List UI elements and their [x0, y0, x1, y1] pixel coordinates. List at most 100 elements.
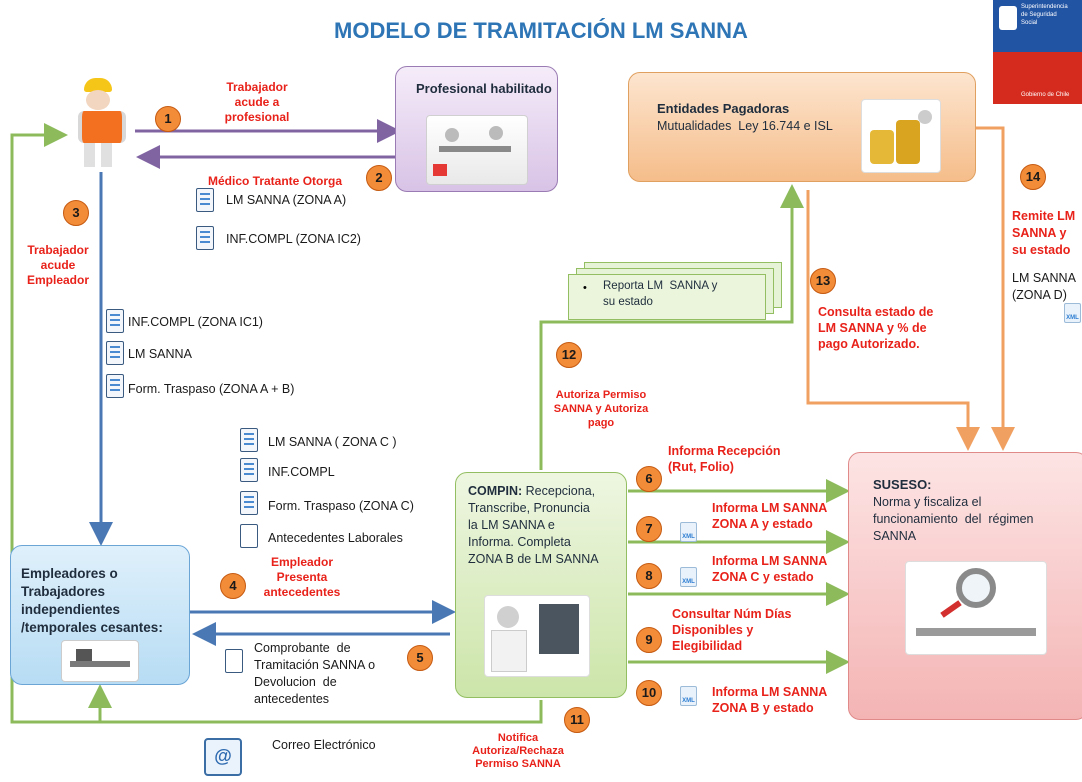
- doc-form-traspaso-c: Form. Traspaso (ZONA C): [268, 499, 414, 513]
- label-step-11: Notifica Autoriza/Rechaza Permiso SANNA: [460, 732, 576, 771]
- label-step-3-l3: Empleador: [26, 273, 89, 287]
- label-step-13: Consulta estado de LM SANNA y % de pago …: [818, 304, 933, 352]
- label-step-12-l1: Autoriza Permiso: [555, 389, 647, 401]
- document-icon: [106, 309, 124, 333]
- xml-file-icon: XML: [680, 686, 697, 706]
- logo-line-1: Superintendencia: [1021, 4, 1068, 10]
- entidades-subtitle: Mutualidades Ley 16.744 e ISL: [657, 119, 833, 133]
- profesional-title: Profesional habilitado: [416, 81, 552, 96]
- label-step-14-l1: Remite LM: [1012, 209, 1076, 223]
- label-step-1-l3: profesional: [224, 110, 290, 124]
- suseso-box: SUSESO: Norma y fiscaliza el funcionamie…: [848, 452, 1082, 720]
- worker-figure-icon: [68, 78, 130, 170]
- label-step-3: Trabajador acude Empleador: [18, 243, 98, 288]
- reporta-bullet-icon: •: [583, 282, 587, 294]
- suseso-title: SUSESO:: [873, 477, 932, 492]
- document-icon: [106, 341, 124, 365]
- label-step-12: Autoriza Permiso SANNA y Autoriza pago: [543, 388, 659, 430]
- compin-box: COMPIN: Recepciona, Transcribe, Pronunci…: [455, 472, 627, 698]
- label-step-10: Informa LM SANNA ZONA B y estado: [712, 684, 827, 716]
- label-step-4: Empleador Presenta antecedentes: [250, 555, 354, 600]
- blank-document-icon: [225, 649, 243, 673]
- document-icon: [196, 188, 214, 212]
- lm-zona-d: LM SANNA (ZONA D): [1012, 270, 1076, 304]
- email-icon: @: [204, 738, 242, 776]
- doc-lm-sanna: LM SANNA: [128, 347, 192, 361]
- doc-lm-sanna-zona-a: LM SANNA (ZONA A): [226, 193, 347, 207]
- reporta-note: • Reporta LM SANNA y su estado: [568, 274, 766, 320]
- compin-line-1: COMPIN: Recepciona,: [468, 483, 595, 500]
- label-step-2: Médico Tratante Otorga: [208, 174, 343, 188]
- compin-line-1-rest: Recepciona,: [522, 484, 596, 498]
- step-4: 4: [220, 573, 246, 599]
- document-icon: [196, 226, 214, 250]
- label-step-3-l2: acude: [40, 258, 76, 272]
- step-13: 13: [810, 268, 836, 294]
- label-step-11-l3: Permiso SANNA: [475, 758, 561, 770]
- document-icon: [106, 374, 124, 398]
- reporta-stack: • Reporta LM SANNA y su estado: [568, 262, 782, 322]
- label-step-6-l1: Informa Recepción: [668, 444, 781, 458]
- doc-inf-compl: INF.COMPL: [268, 465, 335, 479]
- step-7: 7: [636, 516, 662, 542]
- office-desk-icon: [61, 640, 139, 682]
- step-6: 6: [636, 466, 662, 492]
- label-step-7-l1: Informa LM SANNA: [712, 501, 828, 515]
- label-step-8-l1: Informa LM SANNA: [712, 554, 828, 568]
- logo-line-3: Social: [1021, 20, 1038, 26]
- label-step-14-l3: su estado: [1012, 243, 1071, 257]
- label-step-4-l1: Empleador: [270, 555, 333, 569]
- arrow-entidades-to-suseso: [975, 126, 1015, 451]
- reporta-line-2: su estado: [603, 296, 653, 308]
- step-12: 12: [556, 342, 582, 368]
- lm-zona-d-l2: (ZONA D): [1012, 288, 1067, 302]
- label-step-7-l2: ZONA A y estado: [712, 517, 813, 531]
- empleadores-box: Empleadores o Trabajadores independiente…: [10, 545, 190, 685]
- document-icon: [240, 428, 258, 452]
- suseso-line-2: funcionamiento del régimen: [873, 512, 1034, 526]
- label-step-9-l2: Disponibles y: [672, 623, 754, 637]
- step-8: 8: [636, 563, 662, 589]
- label-step-1-l1: Trabajador: [226, 80, 288, 94]
- magnifier-inspector-icon: [905, 561, 1047, 655]
- doctor-desk-icon: [426, 115, 528, 185]
- comprobante-l1: Comprobante de: [254, 641, 351, 655]
- doc-antecedentes-laborales: Antecedentes Laborales: [268, 531, 403, 545]
- entidades-title: Entidades Pagadoras: [657, 101, 790, 116]
- step-11: 11: [564, 707, 590, 733]
- coins-icon: [861, 99, 941, 173]
- empleadores-line-4: /temporales cesantes:: [21, 620, 163, 635]
- profesional-box: Profesional habilitado: [395, 66, 558, 192]
- comprobante-l3: Devolucion de: [254, 675, 337, 689]
- label-step-1-l2: acude a: [234, 95, 280, 109]
- label-step-8-l2: ZONA C y estado: [712, 570, 814, 584]
- doc-lm-sanna-zona-c: LM SANNA ( ZONA C ): [268, 435, 397, 449]
- comprobante-l4: antecedentes: [254, 692, 330, 706]
- logo: Superintendencia de Seguridad Social Gob…: [993, 0, 1082, 104]
- entidades-box: Entidades Pagadoras Mutualidades Ley 16.…: [628, 72, 976, 182]
- label-step-9-l3: Elegibilidad: [672, 639, 743, 653]
- label-step-6-l2: (Rut, Folio): [668, 460, 734, 474]
- label-step-12-l3: pago: [587, 417, 615, 429]
- compin-line-3: la LM SANNA e: [468, 518, 555, 532]
- label-step-14-l2: SANNA y: [1012, 226, 1067, 240]
- label-step-13-l1: Consulta estado de: [818, 305, 934, 319]
- comprobante-l2: Tramitación SANNA o: [254, 658, 376, 672]
- xml-file-icon: XML: [1064, 303, 1081, 323]
- empleadores-line-2: Trabajadores: [21, 584, 106, 599]
- label-step-14: Remite LM SANNA y su estado: [1012, 208, 1075, 259]
- xml-file-icon: XML: [680, 522, 697, 542]
- lm-zona-d-l1: LM SANNA: [1012, 271, 1076, 285]
- reporta-line-1: Reporta LM SANNA y: [603, 280, 718, 292]
- step-5: 5: [407, 645, 433, 671]
- label-step-3-l1: Trabajador: [27, 243, 89, 257]
- label-step-4-l2: Presenta: [276, 570, 328, 584]
- correo-label: Correo Electrónico: [272, 738, 376, 752]
- label-step-8: Informa LM SANNA ZONA C y estado: [712, 553, 827, 585]
- logo-seal-icon: [999, 6, 1017, 30]
- label-step-1: Trabajador acude a profesional: [205, 80, 309, 125]
- compin-line-4: Informa. Completa: [468, 535, 571, 549]
- empleadores-line-1: Empleadores o: [21, 566, 118, 581]
- arrow-suseso-consulta: [806, 190, 980, 451]
